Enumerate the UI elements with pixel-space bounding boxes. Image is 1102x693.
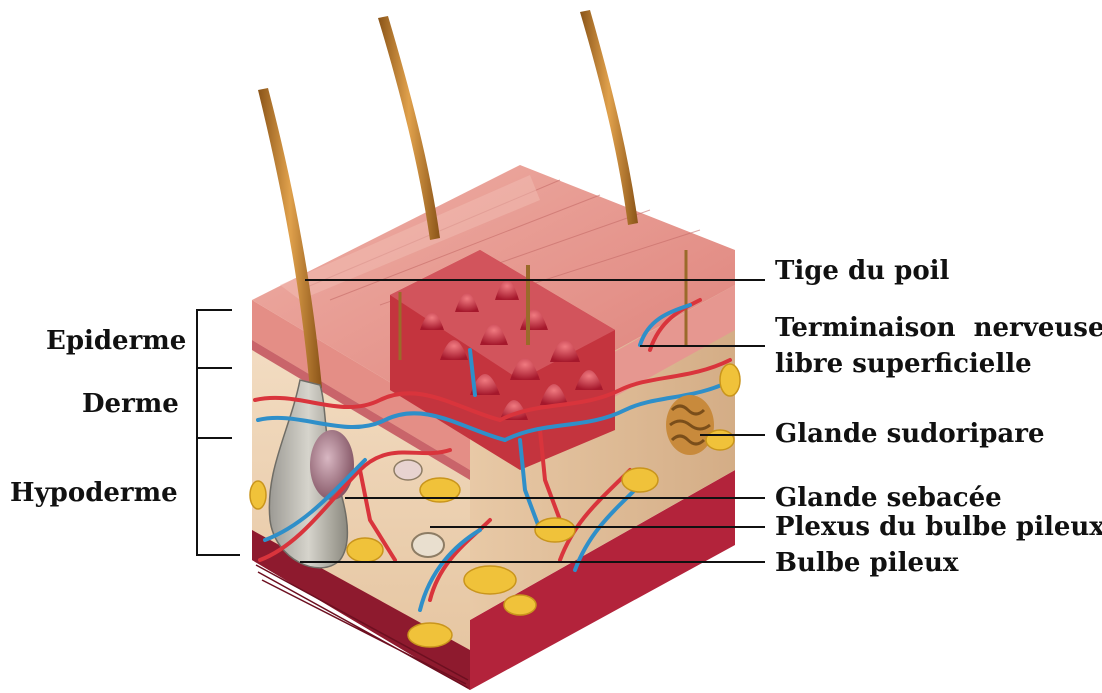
- label-hypoderme: Hypoderme: [10, 478, 178, 508]
- label-glande-sudoripare: Glande sudoripare: [775, 419, 1045, 449]
- label-terminaison-line2: libre superficielle: [775, 349, 1032, 379]
- label-glande-sebacee: Glande sebacée: [775, 483, 1002, 513]
- label-epiderme: Epiderme: [46, 326, 186, 356]
- label-derme: Derme: [82, 389, 179, 419]
- label-plexus-bulbe: Plexus du bulbe pileux: [775, 512, 1102, 542]
- label-terminaison-line1: Terminaison nerveuse: [775, 313, 1102, 343]
- sweat-gland: [666, 395, 714, 455]
- layer-brackets: [197, 310, 240, 555]
- label-bulbe-pileux: Bulbe pileux: [775, 548, 958, 578]
- label-tige-du-poil: Tige du poil: [775, 256, 949, 286]
